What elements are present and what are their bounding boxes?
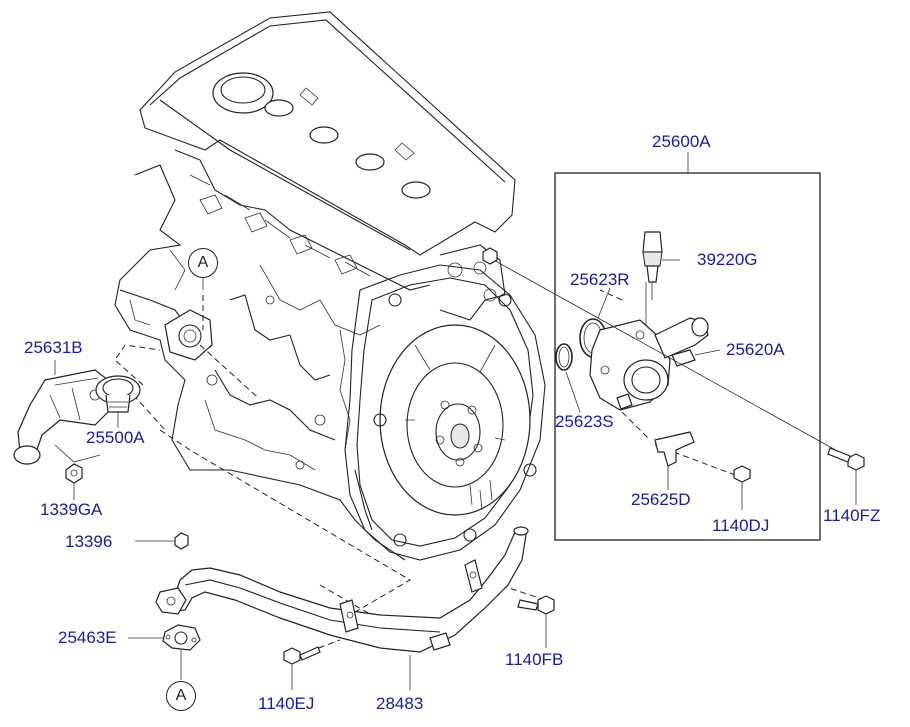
label-13396: 13396 — [65, 532, 113, 551]
engine-block-drawing — [114, 11, 546, 561]
label-25631b: 25631B — [24, 338, 83, 357]
label-39220g: 39220G — [697, 250, 758, 269]
label-1140fz: 1140FZ — [823, 506, 881, 525]
callout-a-top: A — [188, 248, 218, 278]
label-28483: 28483 — [376, 694, 424, 713]
assembly-25600a-frame — [554, 152, 821, 541]
o-ring-25623s-part — [555, 343, 581, 413]
bolt-1140fb-part — [517, 595, 555, 648]
label-1339ga: 1339GA — [40, 500, 103, 519]
label-25620a: 25620A — [726, 340, 785, 359]
label-1140ej: 1140EJ — [258, 694, 315, 713]
label-25623r: 25623R — [570, 270, 630, 289]
water-outlet-elbow-part — [13, 369, 111, 465]
bolt-1140ej-part — [283, 646, 321, 690]
thermostat-housing-25620a-part — [589, 282, 721, 411]
nut-13396-part — [135, 532, 189, 550]
label-25625d: 25625D — [631, 490, 691, 509]
bolt-1140fz-part — [482, 247, 865, 505]
callout-a-bottom: A — [166, 681, 196, 711]
label-25463e: 25463E — [58, 628, 117, 647]
bracket-25625d-part — [654, 431, 695, 490]
gasket-25463e-part — [128, 624, 201, 680]
temperature-sensor-39220g-part — [642, 231, 680, 300]
label-1140fb: 1140FB — [505, 650, 564, 669]
label-25623s: 25623S — [555, 412, 614, 431]
label-1140dj: 1140DJ — [712, 516, 770, 535]
nut-1339ga-part — [54, 444, 101, 500]
label-25500a: 25500A — [86, 428, 145, 447]
water-pipe-28483-part — [155, 526, 529, 690]
label-25600a: 25600A — [652, 132, 711, 151]
bolt-1140dj-part — [733, 465, 751, 510]
